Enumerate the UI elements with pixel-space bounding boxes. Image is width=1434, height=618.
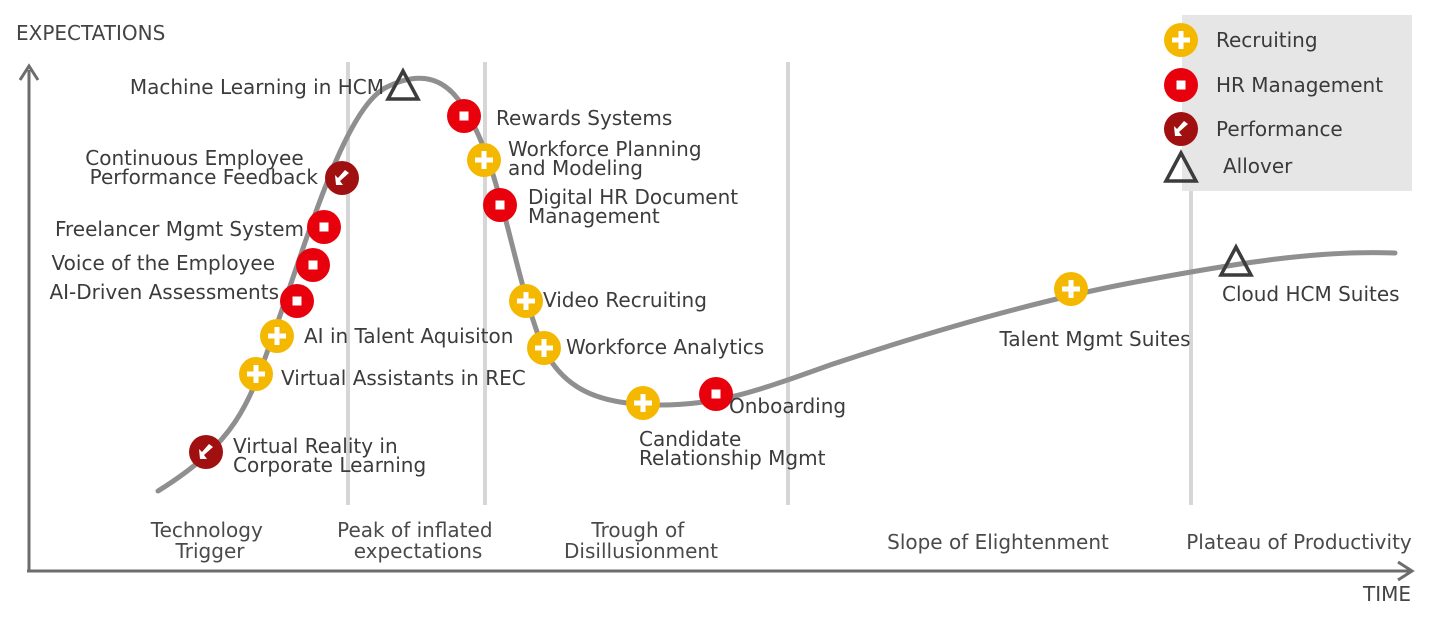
technology-label-line: Cloud HCM Suites <box>1222 282 1400 306</box>
technology-label-line: AI in Talent Aquisiton <box>304 324 513 348</box>
technology-label: Machine Learning in HCM <box>130 75 384 99</box>
legend-performance-marker-icon <box>1164 112 1198 146</box>
phase-label-line: Technology <box>150 518 263 542</box>
technology-label: Video Recruiting <box>543 288 707 312</box>
phase-label: Trough of Disillusionment <box>564 518 718 563</box>
technology-labels: Machine Learning in HCM Rewards Systems … <box>49 75 1399 477</box>
phase-label-line: Trough of <box>590 518 685 542</box>
legend-label-allover: Allover <box>1223 154 1293 178</box>
technology-label-line: Virtual Reality in <box>233 434 398 458</box>
legend-panel <box>1182 15 1412 191</box>
phase-label-line: Peak of inflated <box>337 518 492 542</box>
technology-markers <box>189 67 1254 469</box>
performance-marker-icon <box>189 435 223 469</box>
hr-management-marker-icon <box>483 188 517 222</box>
recruiting-marker-icon <box>509 284 543 318</box>
technology-label-line: Continuous Employee <box>85 146 303 170</box>
technology-label: Voice of the Employee <box>52 251 275 275</box>
phase-label-line: expectations <box>354 539 483 563</box>
legend-recruiting-marker-icon <box>1164 23 1198 57</box>
technology-label-line: Workforce Planning <box>508 137 702 161</box>
recruiting-marker-icon <box>626 386 660 420</box>
legend-markers <box>1163 23 1199 183</box>
technology-label: Onboarding <box>729 394 846 418</box>
technology-label-line: and Modeling <box>508 156 643 180</box>
technology-label: Rewards Systems <box>496 106 672 130</box>
technology-label: Virtual Assistants in REC <box>281 366 526 390</box>
phase-labels: Technology Trigger Peak of inflated expe… <box>150 518 1412 563</box>
legend-hr-management-marker-icon <box>1164 68 1198 102</box>
recruiting-marker-icon <box>260 319 294 353</box>
technology-label: Workforce Analytics <box>566 335 764 359</box>
hr-management-marker-icon <box>296 248 330 282</box>
technology-label-line: Candidate <box>639 427 741 451</box>
y-axis-label: EXPECTATIONS <box>16 21 165 45</box>
technology-label-line: Rewards Systems <box>496 106 672 130</box>
technology-label-line: Video Recruiting <box>543 288 707 312</box>
allover-marker-icon <box>1218 243 1254 277</box>
legend-labels: Recruiting HR Management Performance All… <box>1216 28 1383 178</box>
phase-label-line: Trigger <box>175 539 246 563</box>
technology-label: Candidate Relationship Mgmt <box>639 427 826 470</box>
technology-label-line: Freelancer Mgmt System <box>55 217 304 241</box>
legend-label-performance: Performance <box>1216 117 1343 141</box>
x-axis-label: TIME <box>1362 582 1411 606</box>
technology-label-line: Digital HR Document <box>528 185 738 209</box>
legend-label-hr-management: HR Management <box>1216 73 1383 97</box>
technology-label: Workforce Planning and Modeling <box>508 137 708 180</box>
technology-label: Cloud HCM Suites <box>1222 282 1400 306</box>
technology-label-line: Relationship Mgmt <box>639 446 826 470</box>
phase-label: Peak of inflated expectations <box>337 518 499 563</box>
allover-marker-icon <box>385 67 421 101</box>
axes <box>18 63 1415 582</box>
technology-label-line: Onboarding <box>729 394 846 418</box>
y-axis-arrow-icon <box>18 63 40 81</box>
legend-allover-marker-icon <box>1163 149 1199 183</box>
technology-label-line: Talent Mgmt Suites <box>998 327 1190 351</box>
technology-label: Continuous Employee Performance Feedback <box>85 146 318 189</box>
phase-label: Slope of Elightenment <box>887 530 1109 554</box>
phase-label: Technology Trigger <box>150 518 269 563</box>
hr-management-marker-icon <box>307 210 341 244</box>
technology-label: Virtual Reality in Corporate Learning <box>233 434 426 477</box>
technology-label-line: Corporate Learning <box>233 453 426 477</box>
technology-label: AI in Talent Aquisiton <box>304 324 513 348</box>
technology-label-line: Machine Learning in HCM <box>130 75 384 99</box>
technology-label-line: Workforce Analytics <box>566 335 764 359</box>
technology-label-line: Management <box>528 204 660 228</box>
recruiting-marker-icon <box>239 357 273 391</box>
recruiting-marker-icon <box>467 143 501 177</box>
phase-label-line: Slope of Elightenment <box>887 530 1109 554</box>
technology-label: Digital HR Document Management <box>528 185 745 228</box>
x-axis-arrow-icon <box>1397 560 1415 582</box>
technology-label: AI-Driven Assessments <box>49 280 279 304</box>
recruiting-marker-icon <box>527 331 561 365</box>
hr-management-marker-icon <box>447 99 481 133</box>
technology-label-line: Performance Feedback <box>90 165 319 189</box>
phase-label-line: Disillusionment <box>564 539 718 563</box>
technology-label-line: Virtual Assistants in REC <box>281 366 526 390</box>
hr-management-marker-icon <box>699 377 733 411</box>
phase-label: Plateau of Productivity <box>1186 530 1412 554</box>
technology-label: Talent Mgmt Suites <box>998 327 1190 351</box>
hr-management-marker-icon <box>280 284 314 318</box>
phase-label-line: Plateau of Productivity <box>1186 530 1412 554</box>
recruiting-marker-icon <box>1054 272 1088 306</box>
technology-label: Freelancer Mgmt System <box>55 217 304 241</box>
technology-label-line: Voice of the Employee <box>52 251 275 275</box>
technology-label-line: AI-Driven Assessments <box>49 280 279 304</box>
performance-marker-icon <box>325 161 359 195</box>
legend-label-recruiting: Recruiting <box>1216 28 1318 52</box>
